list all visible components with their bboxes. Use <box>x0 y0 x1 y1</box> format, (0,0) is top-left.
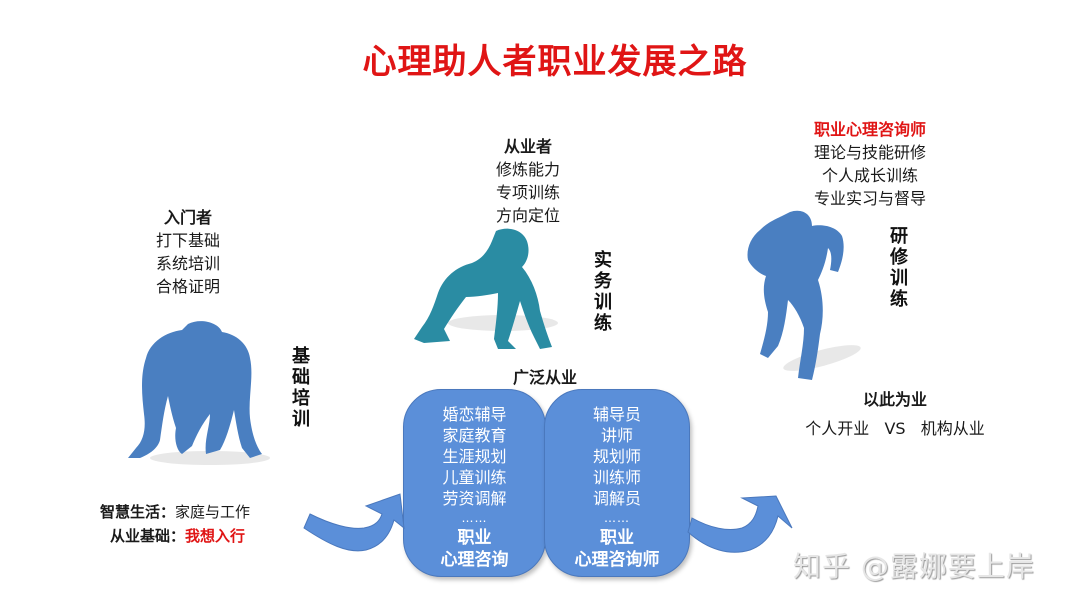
label-char: 础 <box>292 367 310 388</box>
label-char: 培 <box>292 388 310 409</box>
box-item: 家庭教育 <box>442 426 507 445</box>
box-final: 职业 心理咨询 <box>404 527 545 571</box>
label-char: 训 <box>594 292 612 313</box>
label-char: 研 <box>890 226 908 247</box>
label-char: 务 <box>594 271 612 292</box>
wisdom-life-value: 家庭与工作 <box>175 503 251 521</box>
box-item: 规划师 <box>592 447 641 466</box>
stage-1-line: 合格证明 <box>155 277 220 296</box>
vertical-label-research-training: 研 修 训 练 <box>888 226 910 310</box>
broad-practice-label: 广泛从业 <box>495 366 595 389</box>
box-item: 训练师 <box>592 468 641 487</box>
box-items: 辅导员 讲师 规划师 训练师 调解员 <box>545 404 689 509</box>
box-item: 劳资调解 <box>442 489 507 508</box>
stage-1-line: 系统培训 <box>155 254 220 273</box>
box-final-line: 职业 <box>600 528 634 548</box>
box-item: 婚恋辅导 <box>442 405 507 424</box>
stage-1-heading: 入门者 <box>163 208 212 227</box>
label-char: 训 <box>890 268 908 289</box>
wisdom-life-label: 智慧生活： <box>100 503 176 521</box>
box-item: 调解员 <box>592 489 641 508</box>
label-char: 修 <box>890 247 908 268</box>
watermark: 知乎 @露娜要上岸 <box>793 550 1035 583</box>
box-final-line: 心理咨询 <box>440 550 509 570</box>
stage-2-line: 修炼能力 <box>495 160 560 179</box>
label-char: 实 <box>594 250 612 271</box>
stage-3-heading: 职业心理咨询师 <box>813 120 926 139</box>
box-items: 婚恋辅导 家庭教育 生涯规划 儿童训练 劳资调解 <box>404 404 545 509</box>
career-line: 个人开业 VS 机构从业 <box>805 419 985 438</box>
box-item: 辅导员 <box>592 405 641 424</box>
stage-2-line: 专项训练 <box>495 183 560 202</box>
stage-3-text: 职业心理咨询师 理论与技能研修 个人成长训练 专业实习与督导 <box>790 118 950 210</box>
box-item: 生涯规划 <box>442 447 507 466</box>
box-final-line: 职业 <box>457 528 492 548</box>
label-char: 练 <box>594 313 612 334</box>
stage-3-line: 个人成长训练 <box>821 166 918 185</box>
diagram-title: 心理助人者职业发展之路 <box>362 42 748 82</box>
practice-basis-value: 我想入行 <box>185 527 246 545</box>
career-heading: 以此为业 <box>862 390 927 409</box>
box-item: 讲师 <box>600 426 633 445</box>
box-final: 职业 心理咨询师 <box>545 527 689 571</box>
crouching-runner-icon <box>128 321 270 465</box>
vertical-label-basic-training: 基 础 培 训 <box>290 346 312 430</box>
stage-1-text: 入门者 打下基础 系统培训 合格证明 <box>138 206 238 298</box>
broad-practice-heading: 广泛从业 <box>512 368 577 387</box>
curved-arrow-up-icon <box>687 495 793 553</box>
bottom-left-notes: 智慧生活：家庭与工作 从业基础：我想入行 <box>100 500 250 548</box>
curved-arrow-up-icon <box>303 493 405 552</box>
stage-3-line: 专业实习与督导 <box>813 189 926 208</box>
box-final-line: 心理咨询师 <box>574 550 660 570</box>
label-char: 训 <box>292 409 310 430</box>
stage-2-line: 方向定位 <box>495 206 560 225</box>
stage-3-line: 理论与技能研修 <box>813 143 926 162</box>
label-char: 练 <box>890 289 908 310</box>
ellipsis: …… <box>604 511 630 525</box>
ellipsis: …… <box>461 511 488 525</box>
sprinter-start-icon <box>414 228 558 349</box>
stage-2-heading: 从业者 <box>503 137 552 156</box>
running-man-icon <box>747 210 861 380</box>
career-text: 以此为业 个人开业 VS 机构从业 <box>790 388 1000 440</box>
box-broad-practice-fields: 婚恋辅导 家庭教育 生涯规划 儿童训练 劳资调解 …… 职业 心理咨询 <box>403 389 546 577</box>
box-broad-practice-roles: 辅导员 讲师 规划师 训练师 调解员 …… 职业 心理咨询师 <box>544 389 690 577</box>
vertical-label-practice-training: 实 务 训 练 <box>592 250 614 334</box>
practice-basis-label: 从业基础： <box>110 527 186 545</box>
box-item: 儿童训练 <box>442 468 507 487</box>
stage-1-line: 打下基础 <box>155 231 220 250</box>
stage-2-text: 从业者 修炼能力 专项训练 方向定位 <box>478 135 578 227</box>
label-char: 基 <box>292 346 310 367</box>
